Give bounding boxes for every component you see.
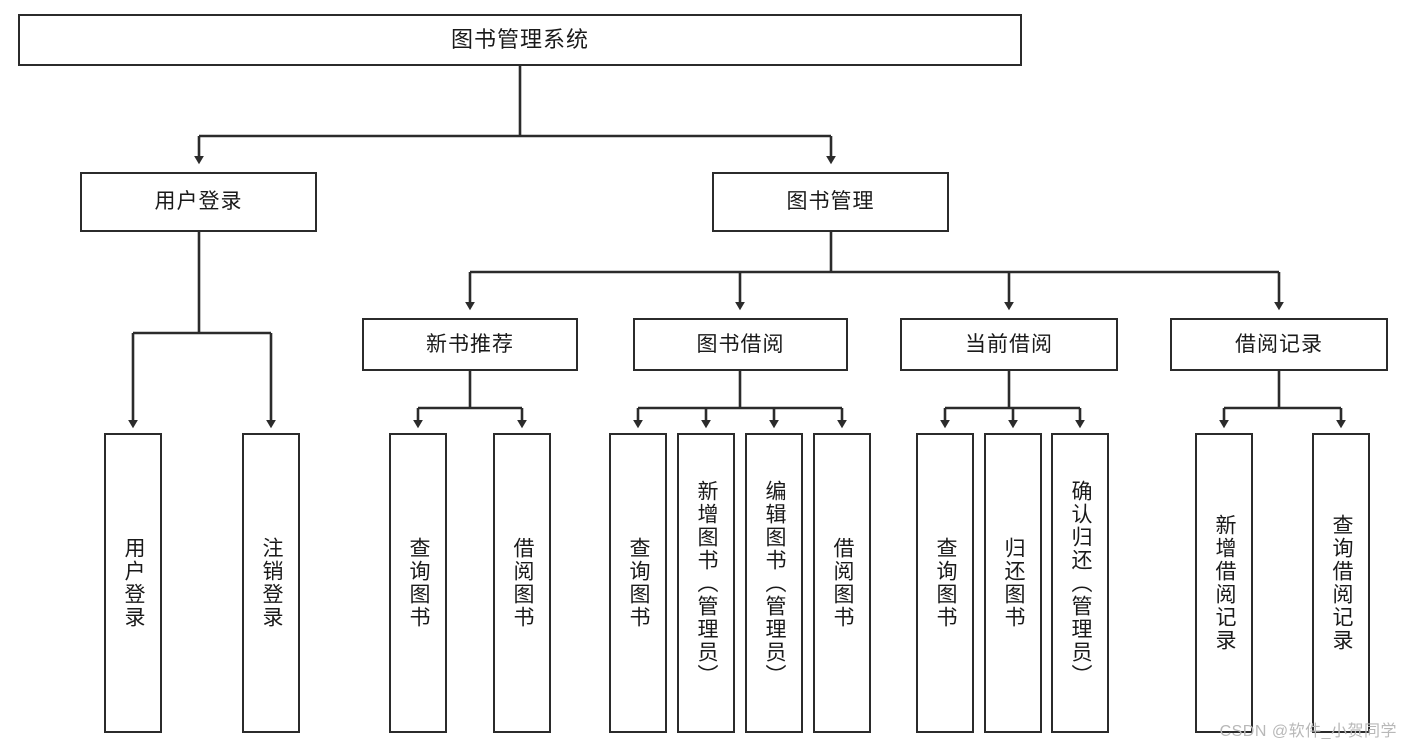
leaf-new-book-borrow[interactable]: 借阅图书	[493, 433, 551, 733]
node-label: 借阅图书	[511, 537, 534, 629]
leaf-book-borrow-edit[interactable]: 编辑图书（管理员）	[745, 433, 803, 733]
node-label: 图书管理系统	[450, 26, 589, 52]
leaf-borrow-record-add[interactable]: 新增借阅记录	[1195, 433, 1253, 733]
leaf-book-borrow-borrow[interactable]: 借阅图书	[813, 433, 871, 733]
node-user-login[interactable]: 用户登录	[80, 172, 317, 232]
node-book-management[interactable]: 图书管理	[712, 172, 949, 232]
node-label: 借阅图书	[831, 537, 854, 629]
leaf-current-borrow-return[interactable]: 归还图书	[984, 433, 1042, 733]
leaf-user-login-login[interactable]: 用户登录	[104, 433, 162, 733]
leaf-new-book-query[interactable]: 查询图书	[389, 433, 447, 733]
node-label: 借阅记录	[1235, 332, 1323, 356]
leaf-borrow-record-query[interactable]: 查询借阅记录	[1312, 433, 1370, 733]
node-book-borrow[interactable]: 图书借阅	[633, 318, 848, 371]
watermark-text: CSDN @软件_小贺同学	[1219, 723, 1397, 740]
leaf-current-borrow-query[interactable]: 查询图书	[916, 433, 974, 733]
node-root-system[interactable]: 图书管理系统	[18, 14, 1022, 66]
node-label: 编辑图书（管理员）	[763, 479, 786, 687]
leaf-user-login-logout[interactable]: 注销登录	[242, 433, 300, 733]
node-label: 图书管理	[786, 190, 875, 214]
node-label: 注销登录	[260, 537, 283, 629]
leaf-book-borrow-add[interactable]: 新增图书（管理员）	[677, 433, 735, 733]
node-label: 图书借阅	[696, 332, 785, 356]
node-new-book-recommend[interactable]: 新书推荐	[362, 318, 578, 371]
node-label: 查询借阅记录	[1330, 514, 1353, 652]
node-label: 新书推荐	[426, 332, 514, 356]
node-label: 新增借阅记录	[1213, 514, 1236, 652]
node-label: 查询图书	[934, 537, 957, 629]
node-current-borrow[interactable]: 当前借阅	[900, 318, 1118, 371]
node-label: 确认归还（管理员）	[1069, 479, 1092, 687]
node-label: 新增图书（管理员）	[695, 479, 718, 687]
node-label: 当前借阅	[965, 332, 1053, 356]
node-label: 查询图书	[627, 537, 650, 629]
leaf-current-borrow-confirm-return[interactable]: 确认归还（管理员）	[1051, 433, 1109, 733]
leaf-book-borrow-query[interactable]: 查询图书	[609, 433, 667, 733]
node-borrow-record[interactable]: 借阅记录	[1170, 318, 1388, 371]
node-label: 查询图书	[407, 537, 430, 629]
node-label: 用户登录	[122, 537, 145, 629]
node-label: 用户登录	[154, 190, 243, 214]
node-label: 归还图书	[1002, 537, 1025, 629]
